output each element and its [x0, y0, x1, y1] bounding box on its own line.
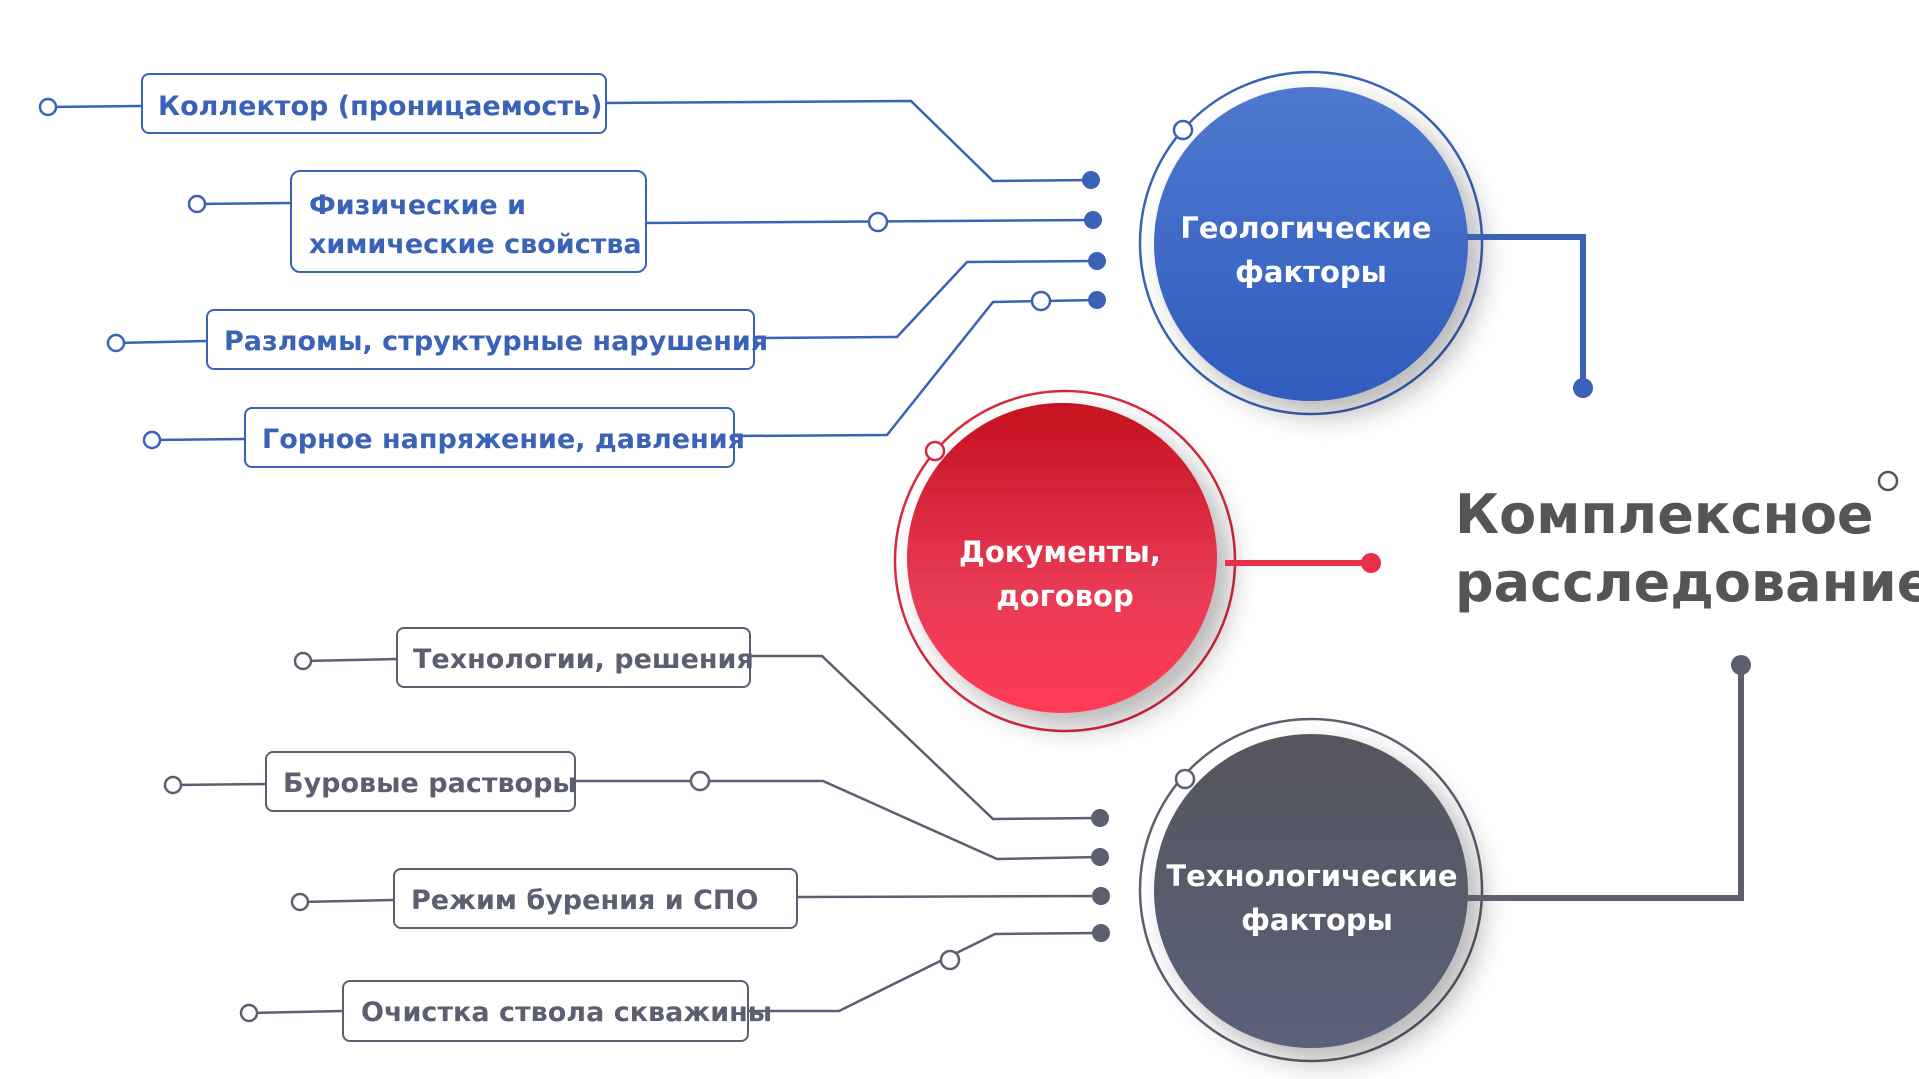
tech-item-label-2: Буровые растворы: [283, 768, 577, 799]
geo-connector-dots: [38, 97, 1106, 450]
tech-item-box-2: [265, 751, 576, 812]
technological-factors-group: [172, 654, 1102, 1015]
tech-item-box-3: [393, 868, 798, 929]
documents-circle: Документы, договор: [893, 389, 1237, 733]
geo-item-label-3: Разломы, структурные нарушения: [224, 326, 768, 357]
technological-factors-circle: Технологические факторы: [1138, 717, 1484, 1063]
geo-title-connector: [1466, 234, 1586, 388]
documents-label: Документы, договор: [959, 535, 1171, 613]
tech-connector-dots: [163, 651, 1110, 1023]
title-dot: [1877, 470, 1899, 492]
geo-item-label-1: Коллектор (проницаемость): [158, 91, 602, 122]
geological-factors-circle: Геологические факторы: [1138, 70, 1484, 416]
geo-item-label-2: Физические и химические свойства: [309, 190, 642, 260]
tech-item-box-4: [342, 980, 749, 1042]
geo-item-box-4: [244, 407, 735, 468]
geological-factors-label: Геологические факторы: [1180, 211, 1441, 289]
tech-item-box-1: [396, 627, 751, 688]
geo-item-box-2: [290, 170, 647, 273]
geo-item-box-1: [141, 73, 607, 134]
title: Комплексное расследование: [1455, 483, 1919, 614]
geo-item-label-4: Горное напряжение, давления: [262, 424, 745, 455]
tech-title-connector: [1466, 665, 1744, 901]
tech-item-label-4: Очистка ствола скважины: [361, 997, 772, 1028]
technological-factors-label: Технологические факторы: [1166, 859, 1467, 937]
tech-item-label-3: Режим бурения и СПО: [411, 885, 758, 916]
geo-item-box-3: [206, 309, 755, 370]
tech-item-label-1: Технологии, решения: [413, 644, 754, 675]
